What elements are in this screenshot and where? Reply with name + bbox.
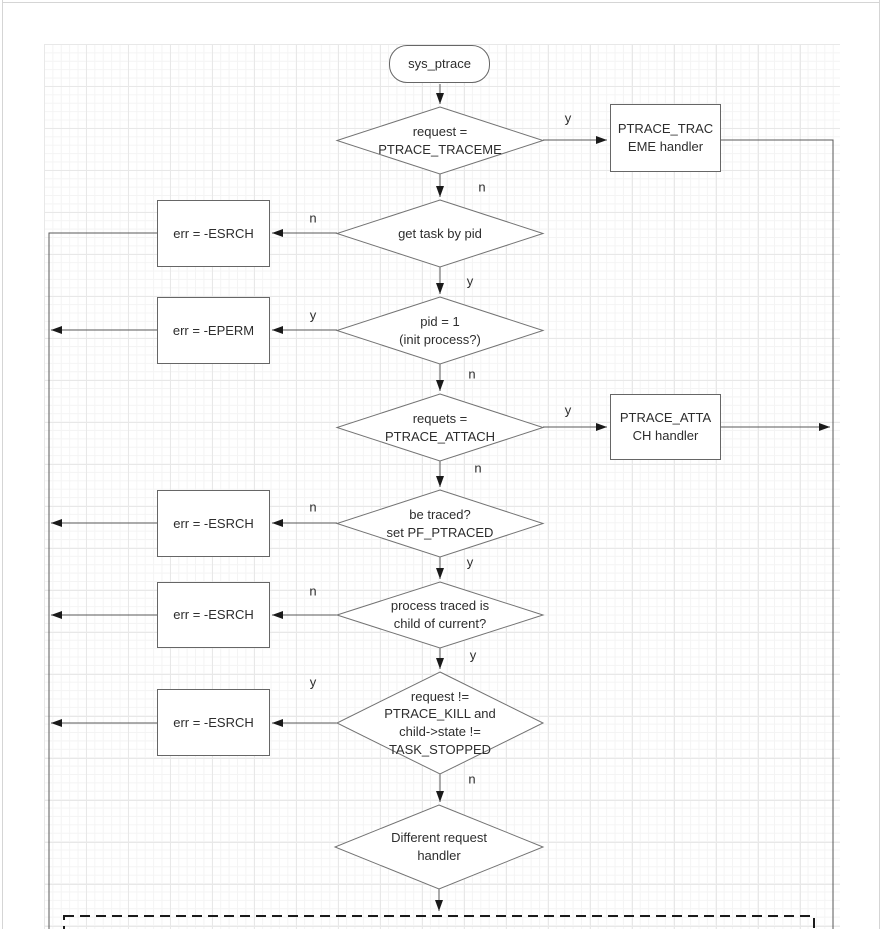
node-err-esrch-1-label: err = -ESRCH (173, 225, 254, 241)
edge-label-init-yes: y (309, 307, 317, 323)
edge-label-traceme-no: n (478, 179, 486, 195)
page-border-top (2, 2, 880, 3)
edge-label-attach-yes: y (564, 402, 572, 418)
node-err-esrch-2-label: err = -ESRCH (173, 515, 254, 531)
edge-label-kill-no: n (468, 771, 476, 787)
dashed-region[interactable] (63, 915, 815, 929)
decision-request-attach[interactable] (335, 393, 545, 462)
node-err-esrch-4[interactable]: err = -ESRCH (157, 689, 270, 756)
edge-label-betraced-no: n (309, 499, 317, 515)
edge-label-child-no: n (309, 583, 317, 599)
decision-request-traceme[interactable] (335, 106, 545, 175)
node-err-eperm-label: err = -EPERM (172, 322, 255, 338)
page-border-right (879, 0, 880, 929)
edge-label-child-yes: y (469, 647, 477, 663)
node-err-eperm[interactable]: err = -EPERM (157, 297, 270, 364)
node-attach-handler-label: PTRACE_ATTA CH handler (619, 410, 712, 443)
decision-kill-and-stopped[interactable] (335, 671, 545, 775)
node-err-esrch-3[interactable]: err = -ESRCH (157, 582, 270, 648)
node-err-esrch-2[interactable]: err = -ESRCH (157, 490, 270, 557)
decision-different-request[interactable] (333, 804, 545, 890)
node-traceme-handler-label: PTRACE_TRAC EME handler (617, 121, 714, 154)
edge-label-betraced-yes: y (466, 554, 474, 570)
edge-label-attach-no: n (474, 460, 482, 476)
decision-get-task-by-pid[interactable] (335, 199, 545, 268)
decision-child-of-current[interactable] (335, 581, 545, 649)
node-traceme-handler[interactable]: PTRACE_TRAC EME handler (610, 104, 721, 172)
node-err-esrch-4-label: err = -ESRCH (173, 714, 254, 730)
edge-err1-return[interactable] (48, 232, 157, 929)
node-attach-handler[interactable]: PTRACE_ATTA CH handler (610, 394, 721, 460)
page-border-left (2, 0, 3, 929)
edge-label-init-no: n (468, 366, 476, 382)
node-sys-ptrace-label: sys_ptrace (408, 56, 471, 72)
edge-label-traceme-yes: y (564, 110, 572, 126)
decision-pid-is-init[interactable] (335, 296, 545, 365)
decision-be-traced[interactable] (335, 489, 545, 558)
edge-label-kill-yes: y (309, 674, 317, 690)
edge-label-gettask-yes: y (466, 273, 474, 289)
node-err-esrch-1[interactable]: err = -ESRCH (157, 200, 270, 267)
node-err-esrch-3-label: err = -ESRCH (173, 607, 254, 623)
edge-label-gettask-no: n (309, 210, 317, 226)
node-sys-ptrace[interactable]: sys_ptrace (389, 45, 490, 83)
edge-traceme-handler-return[interactable] (721, 139, 834, 929)
